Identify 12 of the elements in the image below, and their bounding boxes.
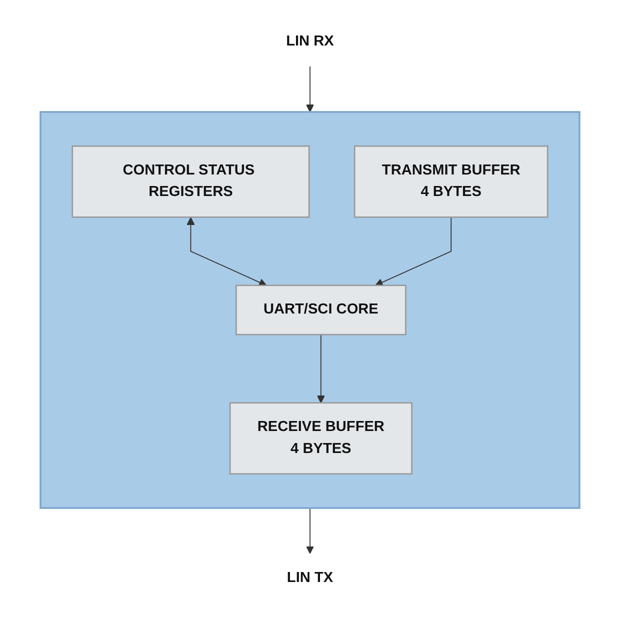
- node-text: LIN TX: [286, 569, 333, 585]
- arrow: [305, 66, 314, 112]
- node-box: UART/SCI CORE: [234, 284, 406, 335]
- node-box: CONTROL STATUS REGISTERS: [71, 144, 310, 218]
- node-text: LIN RX: [286, 33, 334, 49]
- cluster: [39, 110, 580, 508]
- arrow: [316, 334, 324, 403]
- arrow: [374, 216, 452, 286]
- arrow: [305, 507, 314, 554]
- node-box: TRANSMIT BUFFER 4 BYTES: [353, 144, 548, 218]
- arrow: [186, 216, 266, 286]
- node-box: RECEIVE BUFFER 4 BYTES: [228, 402, 412, 474]
